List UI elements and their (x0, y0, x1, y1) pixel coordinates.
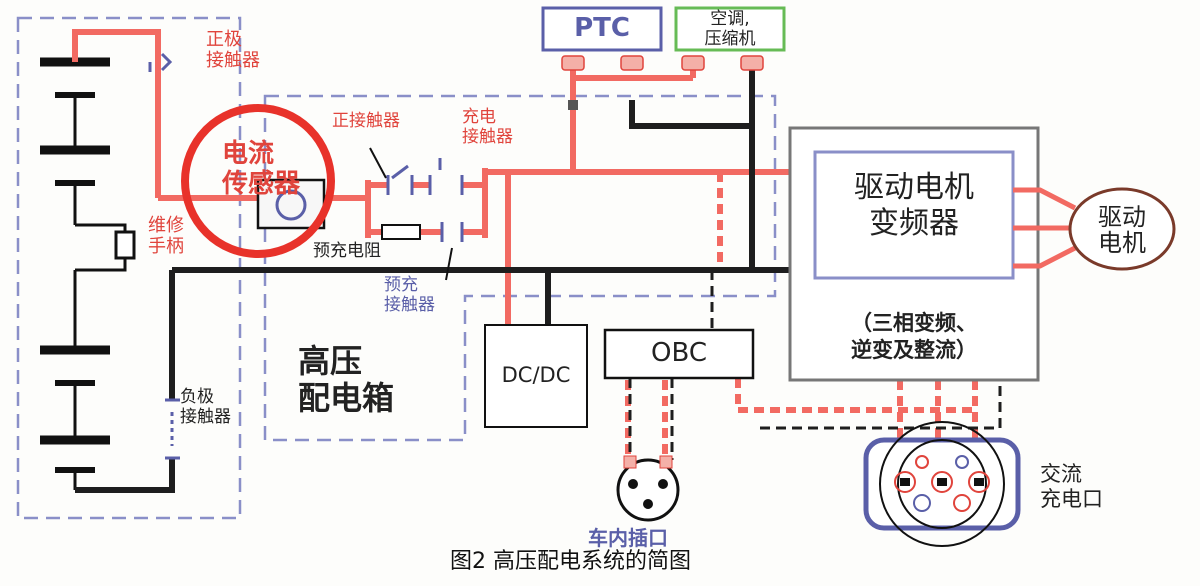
precharge-contactor-label: 预充 接触器 (384, 275, 435, 315)
dcdc-label: DC/DC (501, 363, 571, 387)
service-plug-symbol (75, 223, 136, 272)
main-positive-contactor-symbol (386, 158, 464, 195)
inverter-note: （三相变频、 逆变及整流） (851, 311, 977, 363)
dcdc-box (484, 324, 588, 428)
service-plug-label: 维修 手柄 (148, 215, 184, 257)
main-positive-contactor-label: 正接触器 (332, 111, 400, 131)
drive-motor-label: 驱动 电机 (1098, 203, 1146, 258)
positive-contactor-label: 正极 接触器 (206, 29, 260, 71)
ptc-box (541, 6, 663, 52)
negative-dashed-lines (628, 270, 1002, 460)
current-sensor-label: 电流 传感器 (222, 139, 301, 199)
figure-caption: 图2 高压配电系统的简图 (450, 549, 691, 574)
label-leaders (369, 147, 453, 281)
hv-box-outline (263, 94, 777, 442)
drive-motor-symbol (1068, 187, 1176, 271)
positive-contactor-symbol (148, 52, 173, 72)
hv-distribution-box-label: 高压 配电箱 (298, 342, 395, 417)
ptc-label: PTC (574, 13, 630, 43)
ptc-ac-connectors (561, 55, 764, 110)
motor-phase-lines (1013, 187, 1077, 269)
current-sensor-highlight (181, 104, 335, 258)
vehicle-socket-label: 车内插口 (588, 526, 668, 550)
motor-inverter-label: 驱动电机 变频器 (854, 170, 974, 241)
obc-label: OBC (651, 338, 707, 368)
precharge-resistor-symbol (381, 224, 421, 240)
negative-hv-lines (75, 64, 815, 493)
charge-contactor-label: 充电 接触器 (462, 107, 513, 147)
current-sensor-symbol (256, 178, 326, 230)
positive-hv-lines (72, 29, 815, 325)
inverter-inner-box (813, 150, 1015, 280)
negative-contactor-symbol (165, 398, 180, 460)
vehicle-socket-symbol (616, 455, 680, 522)
obc-box (603, 328, 755, 380)
precharge-contactor-symbol (440, 222, 464, 242)
ac-compressor-box (674, 6, 786, 52)
ac-charge-port-label: 交流 充电口 (1040, 462, 1103, 512)
ac-compressor-label: 空调, 压缩机 (704, 9, 756, 49)
negative-contactor-label: 负极 接触器 (180, 387, 231, 427)
positive-dashed-lines (625, 172, 978, 460)
precharge-resistor-label: 预充电阻 (313, 241, 381, 261)
ac-charge-port-symbol (863, 422, 1021, 546)
battery-cells (40, 57, 110, 490)
